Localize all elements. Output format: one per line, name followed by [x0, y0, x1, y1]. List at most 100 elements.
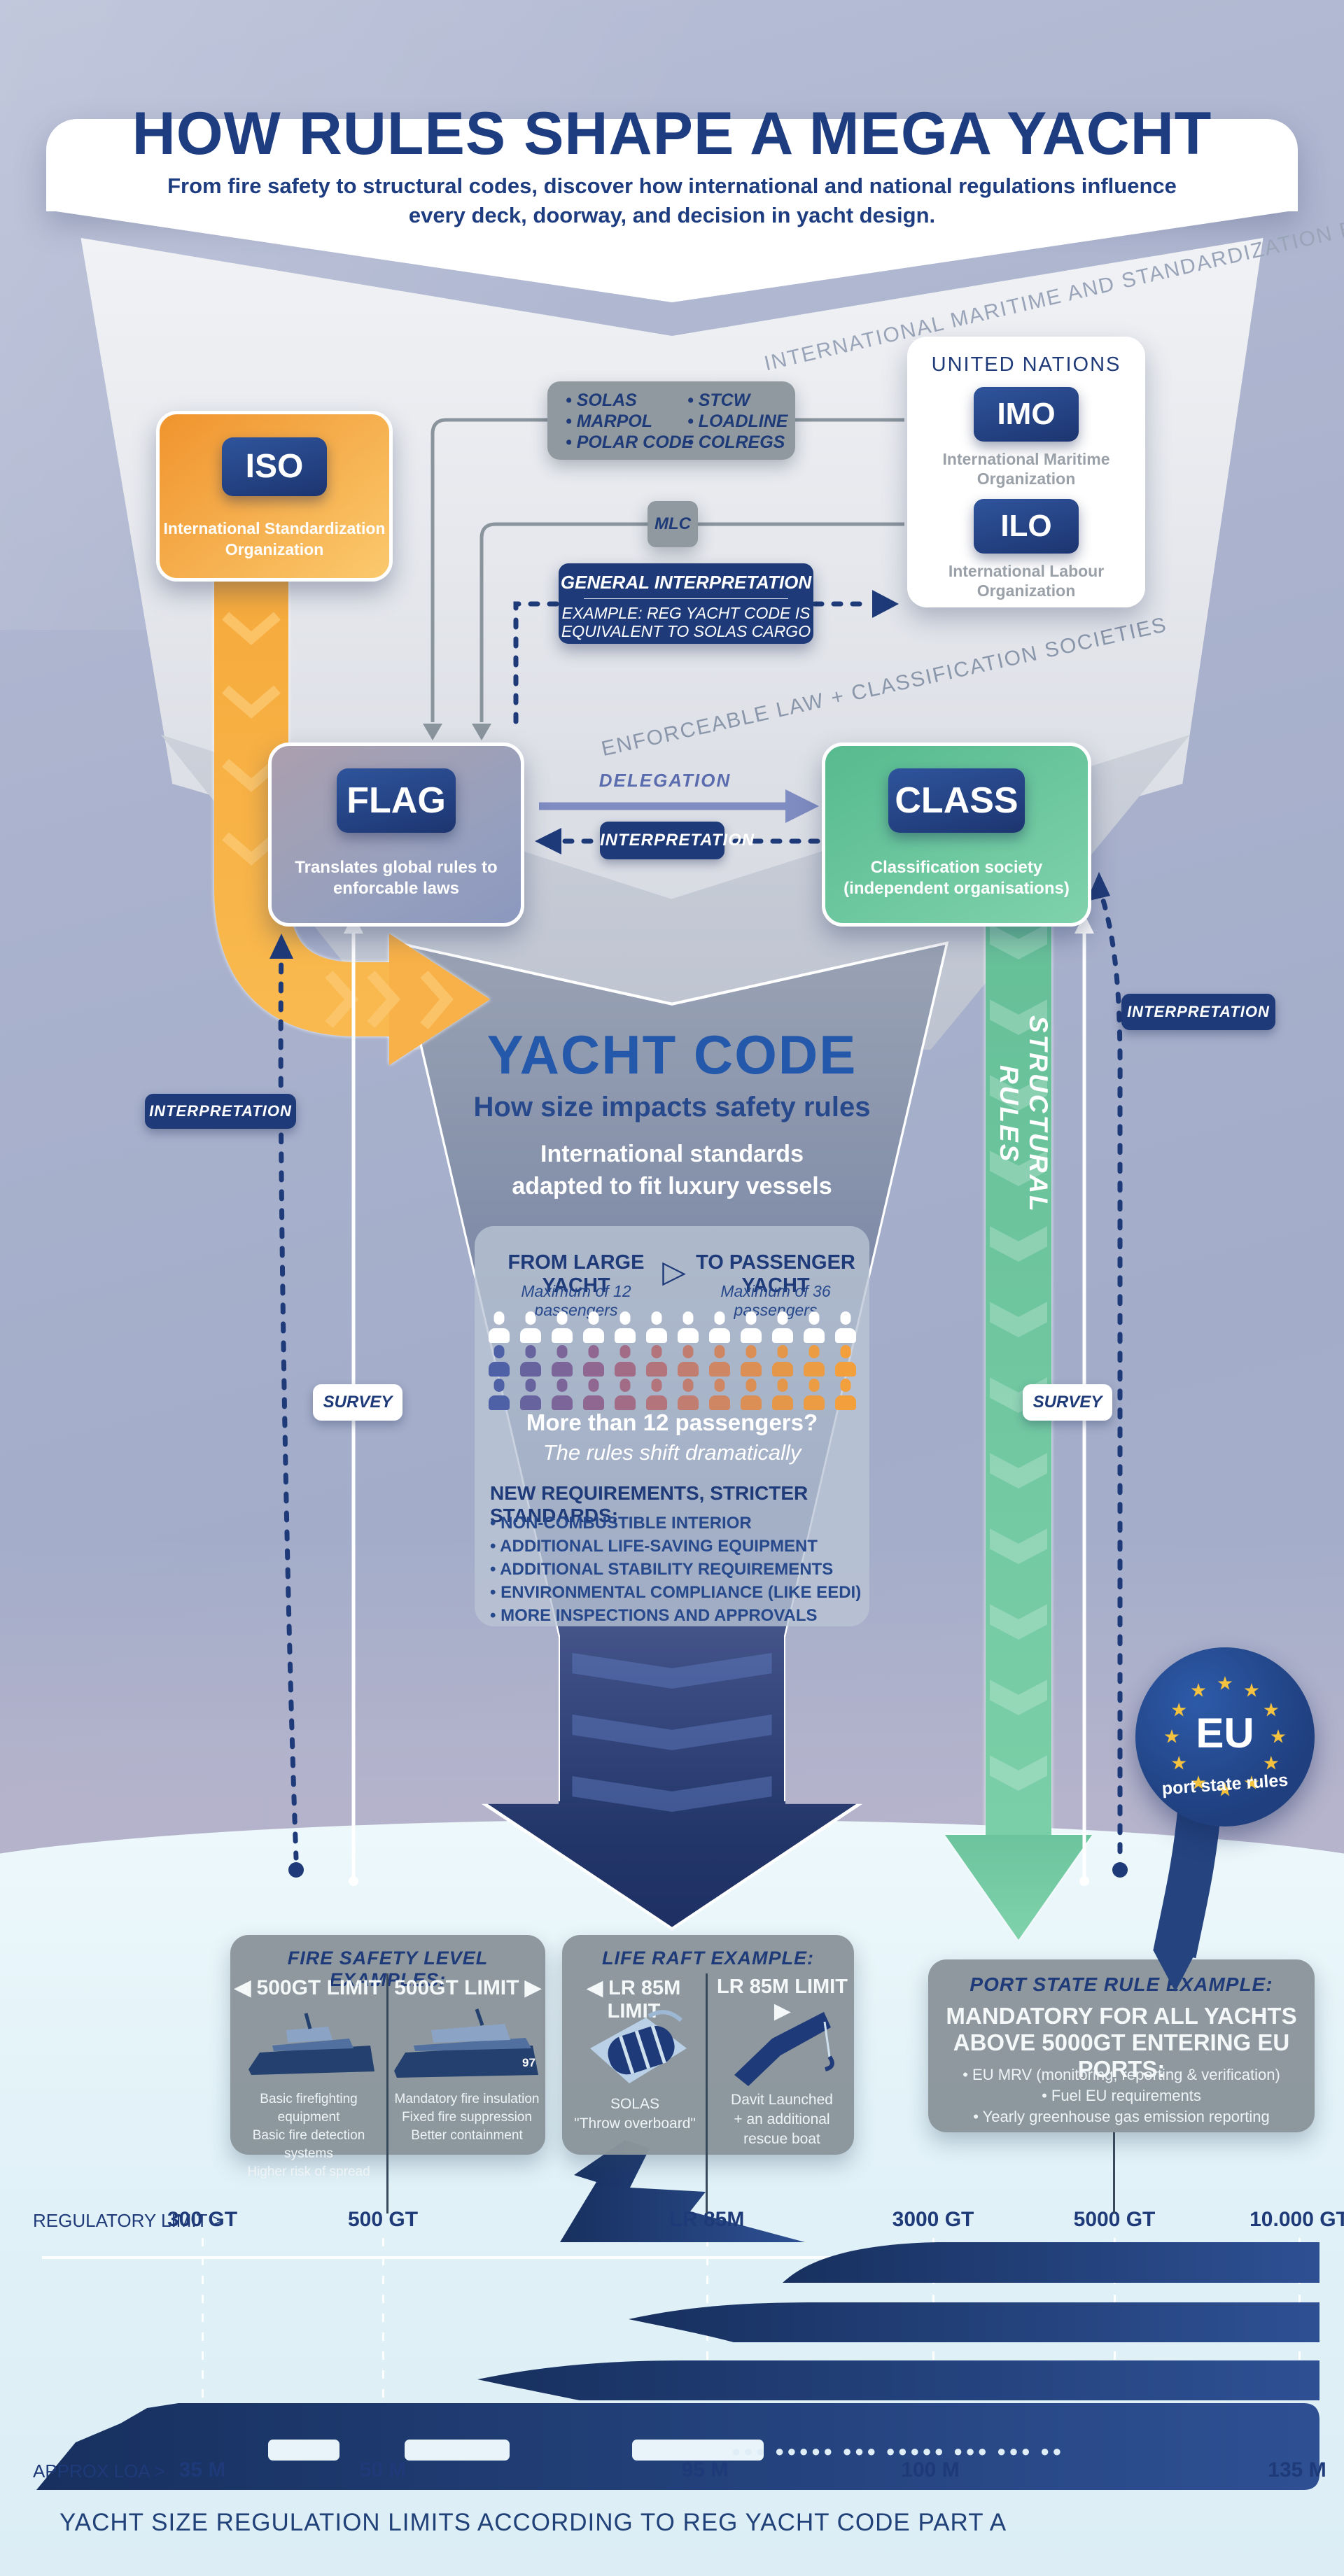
person-icon: [645, 1345, 668, 1377]
flag-desc-line1: Translates global rules to: [295, 858, 498, 877]
person-icon: [676, 1345, 700, 1377]
person-icon: [550, 1345, 574, 1377]
person-icon: [519, 1345, 542, 1377]
liferaft-card-title: LIFE RAFT EXAMPLE:: [602, 1948, 814, 1969]
structural-rules-label: STRUCTURAL RULES: [995, 1015, 1053, 1213]
flag-badge: FLAG: [337, 768, 456, 833]
imo-name-line1: International Maritime: [942, 450, 1110, 468]
iso-badge: ISO: [222, 437, 327, 496]
liferaft-left-line: SOLAS: [610, 2096, 660, 2112]
class-badge: CLASS: [888, 768, 1025, 833]
life-raft-card: LIFE RAFT EXAMPLE: ◀ LR 85M LIMIT LR 85M…: [562, 1935, 854, 2155]
interpretation-pill-center: INTERPRETATION: [600, 822, 754, 859]
eu-star-icon: ★: [1189, 1680, 1208, 1701]
scale-tick-line: [382, 2238, 384, 2463]
person-icon: [708, 1379, 732, 1410]
person-icon: [550, 1379, 574, 1410]
scale-baseline: [42, 2256, 1320, 2259]
person-icon: [802, 1345, 826, 1377]
passenger-answer: The rules shift dramatically: [542, 1440, 802, 1465]
regulatory-limit-label: REGULATORY LIMIT >: [33, 2210, 223, 2231]
convention-item: • MARPOL: [566, 411, 653, 431]
divider: [584, 598, 788, 599]
person-icon: [582, 1345, 606, 1377]
person-icon: [645, 1311, 668, 1343]
page-subtitle-line2: every deck, doorway, and decision in yac…: [408, 203, 936, 227]
regulatory-tick-label: 500 GT: [347, 2208, 419, 2231]
passenger-rules-panel: FROM LARGE YACHT ▷ TO PASSENGER YACHT Ma…: [475, 1226, 869, 1626]
imo-badge: IMO: [974, 387, 1079, 442]
person-icon: [771, 1345, 794, 1377]
mega-yacht-silhouette: ●●● ●●●●● ●●● ●●●●● ●●● ●●● ●●: [36, 2140, 1320, 2490]
eu-star-icon: ★: [1262, 1752, 1280, 1774]
person-icon: [676, 1379, 700, 1410]
iso-arrow: [214, 560, 490, 1065]
conventions-right-list: • STCW• LOADLINE• COLREGS: [687, 390, 788, 453]
regulatory-tick-label: 3000 GT: [892, 2208, 974, 2231]
convention-item: • COLREGS: [687, 432, 785, 452]
yacht-over-500gt-illustration: 97: [394, 2008, 538, 2078]
ilo-name-line1: International Labour: [948, 562, 1105, 580]
person-icon: [708, 1345, 732, 1377]
loa-tick-label: 50 M: [359, 2458, 407, 2482]
fire-right-line: Fixed fire suppression: [402, 2110, 532, 2125]
from-large-yacht-label: FROM LARGE YACHT: [507, 1251, 645, 1297]
connector-lines: [423, 418, 904, 740]
eu-star-icon: ★: [1242, 1772, 1261, 1794]
requirement-item: • MORE INSPECTIONS AND APPROVALS: [490, 1606, 818, 1625]
port-bullet: • Yearly greenhouse gas emission reporti…: [973, 2108, 1270, 2125]
iso-name-line1: International Standardization: [163, 519, 386, 537]
passenger-row: [483, 1311, 861, 1343]
general-interpretation-box: GENERAL INTERPRETATION EXAMPLE: REG YACH…: [559, 563, 813, 644]
general-interpretation-title: GENERAL INTERPRETATION: [560, 572, 812, 593]
liferaft-canister-illustration: [590, 2010, 687, 2083]
person-icon: [771, 1311, 794, 1343]
fire-left-line: Basic firefighting equipment: [260, 2092, 358, 2125]
loa-tick-label: 100 M: [901, 2458, 960, 2482]
eu-port-state-badge: ★★★★★★★★★★★★ EU port state rules: [1135, 1647, 1315, 1827]
fire-right-header: 500GT LIMIT ▶: [394, 1976, 541, 1999]
eu-star-icon: ★: [1216, 1673, 1234, 1694]
passenger-question: More than 12 passengers?: [526, 1409, 818, 1435]
person-icon: [834, 1345, 858, 1377]
eu-star-icon: ★: [1163, 1726, 1181, 1747]
person-icon: [519, 1311, 542, 1343]
approx-loa-label: APPROX LOA >: [33, 2461, 165, 2482]
imo-name-line2: Organization: [976, 470, 1076, 488]
scale-tick-line: [1114, 2238, 1116, 2463]
liferaft-card-divider-line: [706, 1973, 708, 2213]
person-icon: [582, 1311, 606, 1343]
regulatory-tick-label: 10.000 GT: [1250, 2208, 1344, 2231]
ilo-badge: ILO: [974, 499, 1079, 554]
regulatory-tick-label: 300 GT: [167, 2208, 238, 2231]
scale-tick-line: [1298, 2238, 1301, 2463]
eu-star-icon: ★: [1269, 1726, 1287, 1747]
liferaft-left-lines: SOLAS"Throw overboard": [565, 2095, 705, 2134]
eu-star-icon: ★: [1170, 1752, 1188, 1774]
survey-pill-right: SURVEY: [1023, 1384, 1112, 1421]
loa-tick-label: 95 M: [681, 2458, 729, 2482]
port-card-connector-line: [1113, 2132, 1115, 2213]
loa-tick-label: 35 M: [178, 2458, 226, 2482]
united-nations-card: UNITED NATIONS IMO International Maritim…: [907, 337, 1145, 607]
arrow-right-icon: ▷: [662, 1255, 686, 1289]
imo-conventions-box: • SOLAS• MARPOL• POLAR CODE • STCW• LOAD…: [547, 381, 795, 460]
footer-caption: YACHT SIZE REGULATION LIMITS ACCORDING T…: [59, 2509, 1007, 2536]
survey-pill-left: SURVEY: [313, 1384, 402, 1421]
person-icon: [487, 1311, 511, 1343]
yacht-97-tag: 97: [522, 2056, 536, 2069]
port-bullets: • EU MRV (monitoring, reporting & verifi…: [928, 2064, 1315, 2127]
person-icon: [676, 1311, 700, 1343]
fire-right-line: Mandatory fire insulation: [394, 2092, 540, 2106]
person-icon: [613, 1345, 637, 1377]
fire-left-line: Higher risk of spread: [247, 2165, 370, 2179]
liferaft-right-header: LR 85M LIMIT ▶: [717, 1976, 848, 2022]
port-bullet: • EU MRV (monitoring, reporting & verifi…: [962, 2066, 1280, 2083]
ilo-name-line2: Organization: [976, 582, 1076, 600]
fire-card-divider-line: [386, 1973, 388, 2213]
davit-crane-illustration: [734, 2012, 834, 2086]
